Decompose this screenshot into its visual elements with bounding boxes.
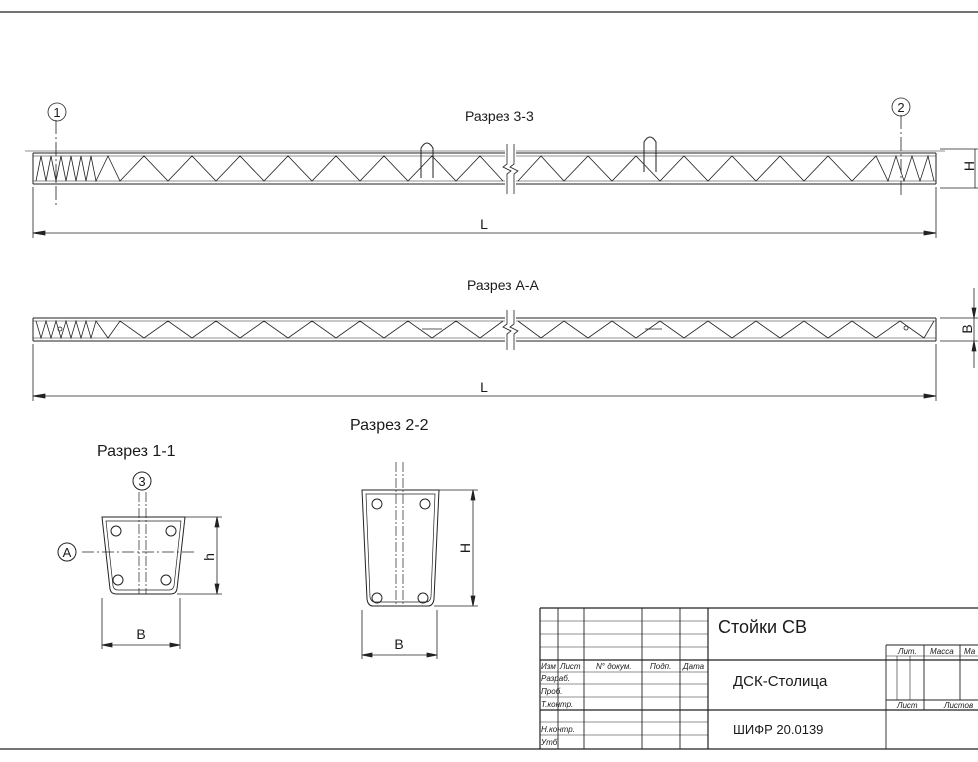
truss-zigzag <box>517 154 935 183</box>
lifting-loop <box>420 142 434 178</box>
break-mark <box>502 144 519 194</box>
axis-marker-2 <box>891 97 911 117</box>
section-3-3-title: Разрез 3-3 <box>465 108 534 124</box>
sheet-label: Лист <box>896 701 918 710</box>
role-checked: Проб. <box>541 687 562 696</box>
marker-a <box>57 542 77 562</box>
width-dimension-label: B <box>959 324 975 333</box>
section-1-1-view: Разрез 1-1 3 A h <box>57 443 222 649</box>
width-dimension-label: B <box>136 626 145 642</box>
section-1-1-title: Разрез 1-1 <box>97 443 176 460</box>
truss-zigzag <box>35 319 504 340</box>
role-approved: Утб. <box>540 738 560 747</box>
axis-marker-1 <box>47 102 67 122</box>
height-dimension-label: H <box>457 543 473 553</box>
break-mark <box>502 310 519 350</box>
lit-header: Лит. <box>897 647 917 656</box>
section-a-a-view: Разрез А-А <box>32 277 978 401</box>
role-tech-control: Т.контр. <box>541 700 573 709</box>
axis-marker-1-label: 1 <box>53 105 60 120</box>
lifting-loop <box>643 136 657 172</box>
scale-header: Ма <box>964 647 976 656</box>
drawing-code: ШИФР 20.0139 <box>733 722 823 737</box>
header-change: Изм <box>541 662 556 671</box>
mass-header: Масса <box>930 647 954 656</box>
length-dimension-label: L <box>480 216 488 232</box>
axis-marker-2-label: 2 <box>897 100 904 115</box>
width-dimension-label: B <box>394 636 403 652</box>
section-3-3-view: Разрез 3-3 <box>25 97 978 238</box>
header-sign: Подп. <box>650 662 671 671</box>
role-developer: Разраб. <box>541 674 570 683</box>
section-2-2-title: Разрез 2-2 <box>350 417 429 434</box>
role-norm-control: Н.контр. <box>541 725 575 734</box>
height-dimension-label: H <box>961 161 977 171</box>
sheets-label: Листов <box>943 701 973 710</box>
marker-3-label: 3 <box>138 474 145 489</box>
organization-name: ДСК-Столица <box>733 673 828 690</box>
section-a-a-title: Разрез А-А <box>467 277 539 293</box>
sheet-frame <box>0 11 978 750</box>
section-2-2-view: Разрез 2-2 H B <box>350 417 478 659</box>
small-height-dimension-label: h <box>201 553 217 561</box>
length-dimension-label: L <box>480 379 488 395</box>
header-date: Дата <box>682 662 705 671</box>
title-block: Изм Лист N° докум. Подп. Дата Разраб. Пр… <box>539 607 978 749</box>
header-doc-no: N° докум. <box>596 662 632 671</box>
drawing-title: Стойки СВ <box>718 617 807 637</box>
marker-a-label: A <box>63 545 72 560</box>
header-sheet: Лист <box>559 662 581 671</box>
marker-3 <box>132 471 152 491</box>
truss-zigzag <box>517 320 935 339</box>
truss-zigzag <box>35 155 504 183</box>
